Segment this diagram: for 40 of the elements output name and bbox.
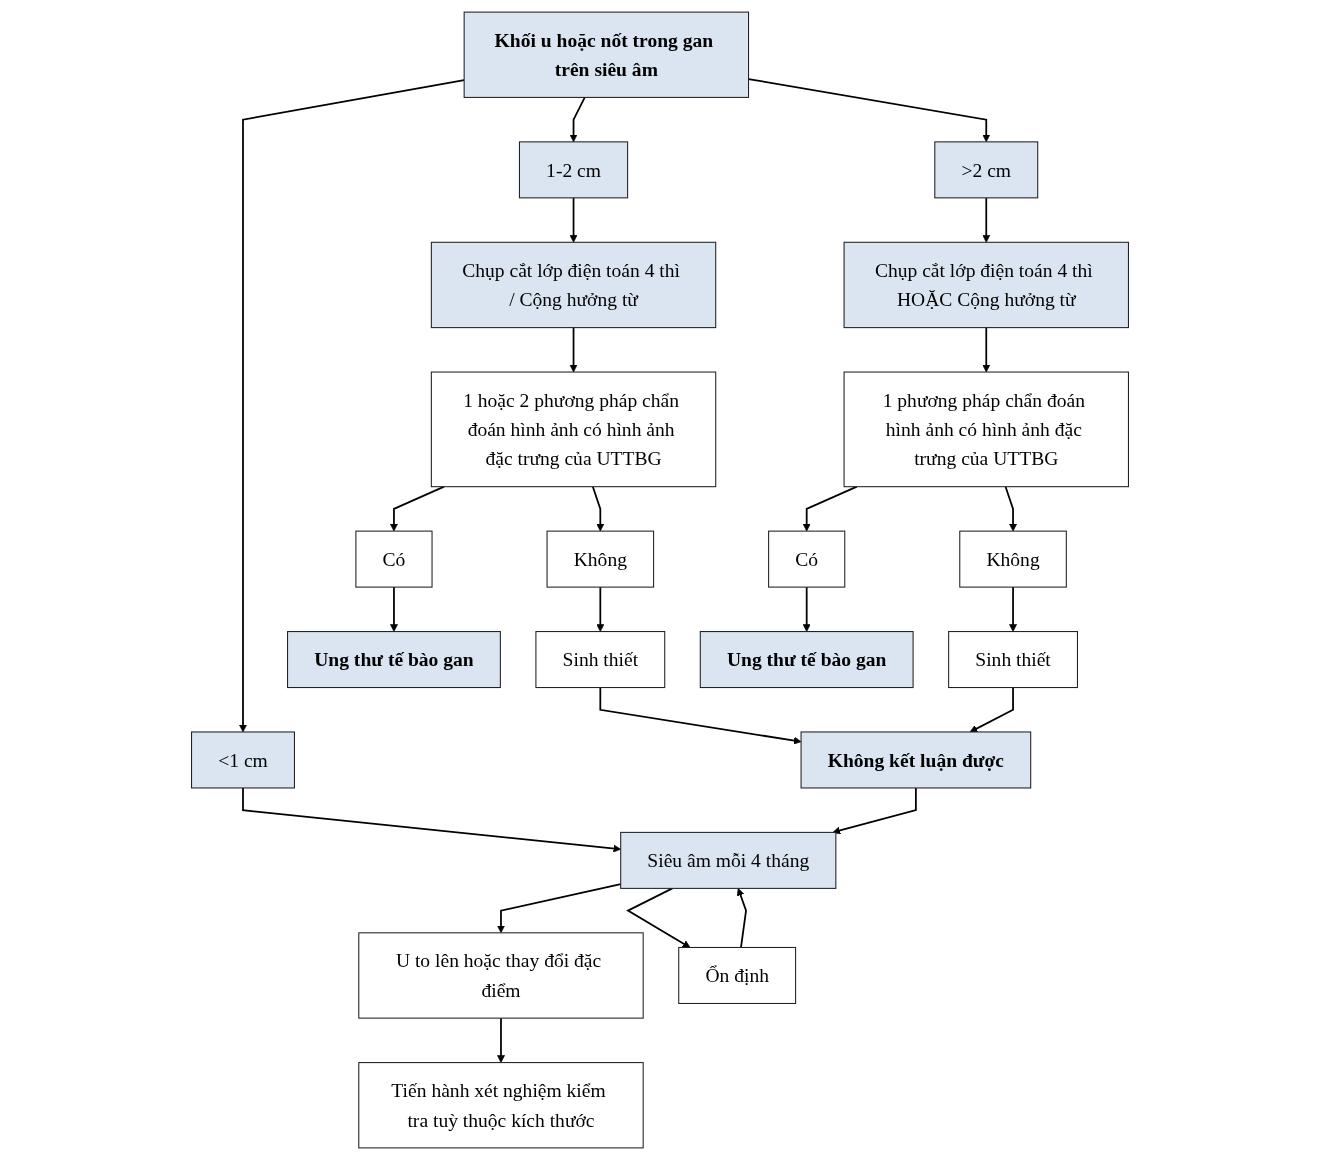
arrow [626,887,691,948]
node-box: <1 cm [191,731,295,789]
arrow [497,1017,505,1063]
node-box: Sinh thiết [948,631,1078,689]
node-box: Không [959,530,1067,588]
node-box: 1-2 cm [518,141,629,199]
arrow [591,485,605,532]
arrow [982,196,991,243]
node-box: 1 hoặc 2 phương pháp chẩn đoán hình ảnh có hình ảnh đặc trưng của UTTBG [430,371,717,488]
arrow [802,485,858,532]
arrow [982,326,991,373]
arrow [390,485,445,532]
arrow [569,96,586,143]
node-box: Ung thư tế bào gan [699,631,914,689]
node-box: Khối u hoặc nốt trong gan trên siêu âm [463,11,750,98]
node-box: Chụp cắt lớp điện toán 4 thì / Cộng hưởng từ [430,241,717,329]
node-box: Chụp cắt lớp điện toán 4 thì HOẶC Cộng hưởng từ [843,241,1129,329]
arrow [569,326,578,373]
node-box: >2 cm [934,141,1039,199]
arrow [599,686,802,745]
node-box: Sinh thiết [535,631,666,689]
arrow [596,586,605,632]
arrow [969,686,1014,733]
node-box: Không [546,530,655,588]
node-box: Siêu âm mỗi 4 tháng [620,831,837,889]
node-box: Ung thư tế bào gan [287,631,501,689]
arrow [1009,586,1017,632]
node-box: Có [355,530,433,588]
arrow [832,787,917,835]
node-box: Tiến hành xét nghiệm kiểm tra tuỳ thuộc kích thước [358,1062,644,1149]
node-box: U to lên hoặc thay đổi đặc điểm [358,932,644,1019]
node-box: Có [768,530,846,588]
arrow [1004,485,1017,532]
arrow [736,888,747,949]
node-box: Ổn định [678,946,797,1004]
arrow [802,586,811,632]
node-box: 1 phương pháp chẩn đoán hình ảnh có hình ảnh đặc trưng của UTTBG [843,371,1129,488]
arrow [569,196,578,243]
arrow [390,586,398,632]
node-box: Không kết luận được [800,731,1032,789]
